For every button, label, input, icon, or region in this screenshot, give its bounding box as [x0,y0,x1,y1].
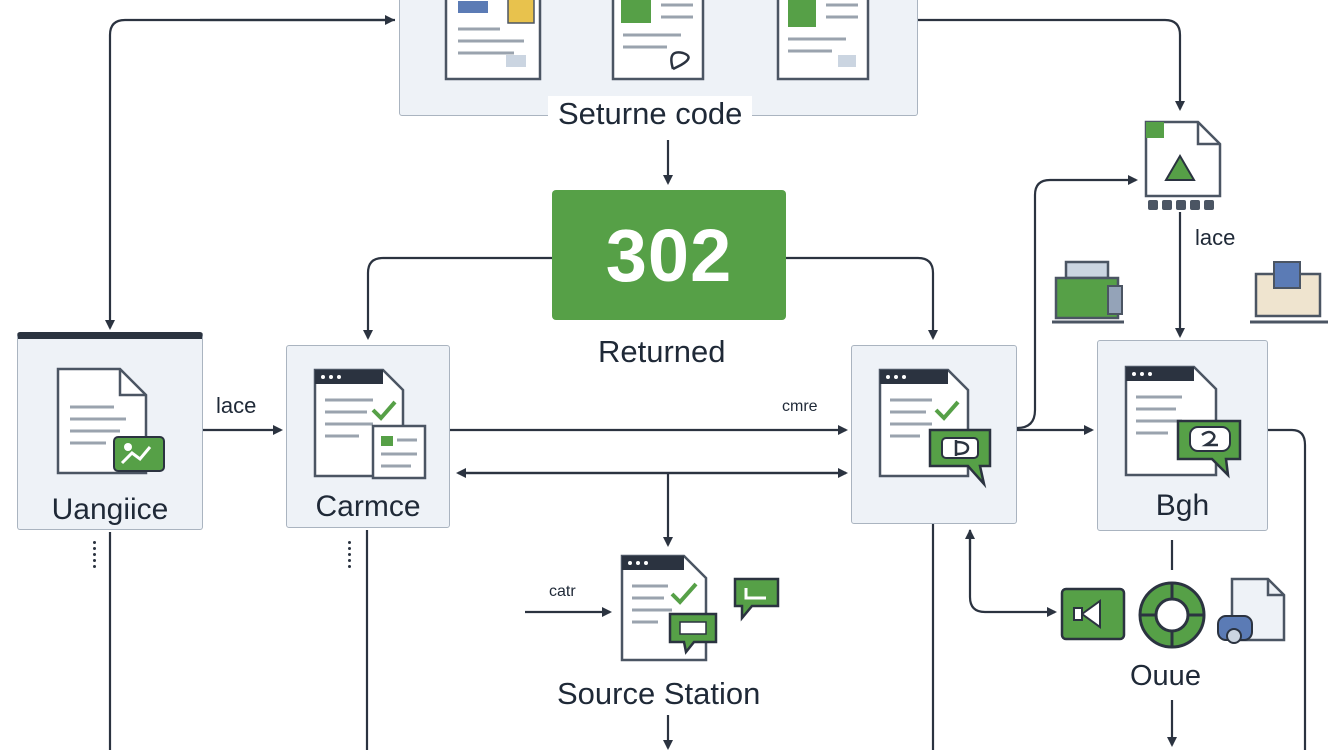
status-code: 302 [605,213,733,297]
speaker-icon [1060,587,1126,641]
box-icon [1250,261,1328,324]
bgh-title: Bgh [1155,489,1210,522]
document-check-icon [313,368,427,480]
document-chat-icon [620,554,718,662]
printer-icon [1052,260,1124,324]
status-caption: Returned [598,334,726,369]
edge-label-lace-left: lace [216,393,257,418]
carmce-node: Carmce [286,345,450,528]
carmce-title: Carmce [315,490,421,523]
ellipsis-carmce [343,538,355,571]
edge-mid-tri [1016,175,1138,430]
uangiice-title: Uangiice [51,493,169,526]
bgh-node: Bgh [1097,340,1268,531]
triangle-document-icon [1144,120,1222,210]
edge-loop-left-top [105,18,395,330]
uangiice-node: Uangiice [17,332,203,530]
top-group-title: Seturne code [548,96,753,132]
edge-bgh-right [1268,428,1307,750]
edge-top-right [918,18,1185,111]
ellipsis-left [88,538,100,571]
top-group-node [399,0,918,116]
ouue-title: Ouue [1130,660,1201,692]
edge-status-carmce [363,256,552,340]
source-station-title: Source Station [557,676,761,711]
ring-icon [1138,581,1206,649]
edge-label-cmre: cmre [782,398,818,415]
edge-label-lace-right: lace [1195,225,1236,250]
document-chat-icon [1124,365,1242,479]
status-badge: 302 [552,190,786,320]
chat-icon [733,577,780,622]
document-chat-icon [56,367,165,475]
edge-status-mid [786,256,938,340]
document-pen-icon [611,0,705,81]
document-check-icon [776,0,870,81]
middle-node [851,345,1017,524]
document-chat-icon [878,368,992,489]
edge-label-catr: catr [549,583,576,600]
document-icon [444,0,542,81]
edge-mid-speaker [968,530,1057,617]
device-icon [1217,577,1286,644]
